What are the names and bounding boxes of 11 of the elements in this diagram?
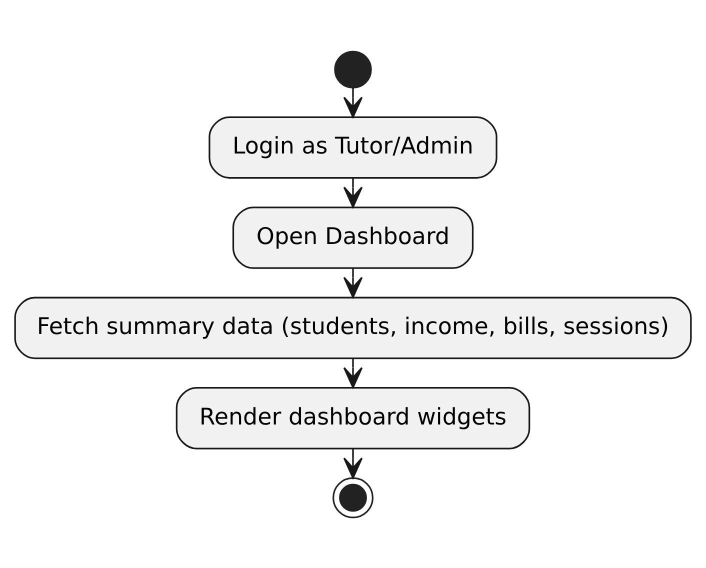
node-box: Render dashboard widgets xyxy=(176,386,530,449)
arrow xyxy=(343,358,363,388)
arrow xyxy=(343,87,363,118)
node-box: Open Dashboard xyxy=(232,206,474,268)
node-box: Login as Tutor/Admin xyxy=(208,116,498,178)
arrow xyxy=(343,268,363,298)
node-circle xyxy=(334,50,372,88)
node-box: Fetch summary data (students, income, bills, sessions) xyxy=(14,296,692,359)
arrow xyxy=(343,178,363,208)
node-bullseye xyxy=(332,476,374,518)
arrow xyxy=(343,448,363,478)
